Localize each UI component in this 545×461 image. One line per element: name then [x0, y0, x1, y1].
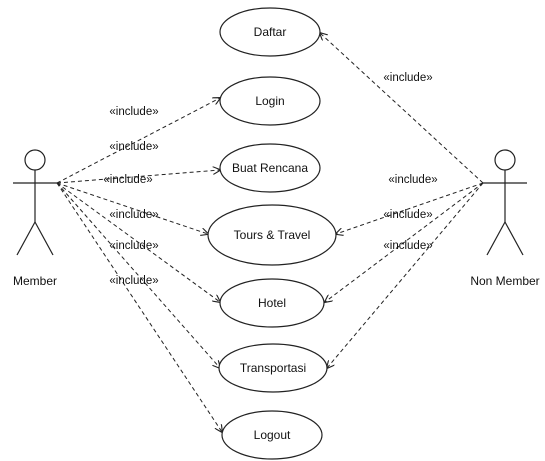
member-buat-rencana-relation [56, 170, 220, 184]
use-case-login: Login [219, 76, 321, 126]
use-case-login-label: Login [255, 94, 284, 108]
nonmember-tours-travel-relation [336, 182, 484, 234]
include-label-nonmember-daftar: «include» [383, 72, 432, 84]
nonmember-daftar-relation [320, 33, 484, 184]
use-case-tours-travel-label: Tours & Travel [234, 228, 311, 242]
member-tours-travel-relation [56, 182, 208, 234]
use-case-daftar-label: Daftar [254, 25, 287, 39]
nonmember-transportasi-relation [327, 182, 484, 368]
include-label-member-transportasi: «include» [109, 275, 158, 287]
use-case-hotel: Hotel [219, 278, 325, 328]
member-hotel-relation [56, 182, 220, 302]
member-transportasi-relation [56, 182, 220, 368]
include-label-member-login: «include» [109, 106, 158, 118]
use-case-buat-rencana: Buat Rencana [219, 143, 321, 193]
member-actor: Member [13, 149, 57, 288]
use-case-transportasi: Transportasi [218, 343, 328, 393]
use-case-logout: Logout [221, 410, 323, 460]
include-label-member-hotel: «include» [109, 240, 158, 252]
include-label-nonmember-hotel: «include» [383, 240, 432, 252]
non-member-actor-left-leg [486, 221, 506, 256]
member-login-relation [56, 98, 220, 184]
include-label-member-buat-rencana-2: «include» [103, 174, 152, 186]
member-actor-head [24, 149, 46, 171]
use-case-tours-travel: Tours & Travel [207, 204, 337, 266]
include-label-nonmember-tours-1: «include» [388, 174, 437, 186]
non-member-actor: Non Member [470, 149, 540, 288]
member-logout-relation [56, 182, 222, 432]
non-member-actor-label: Non Member [470, 274, 539, 288]
use-case-hotel-label: Hotel [258, 296, 286, 310]
member-actor-left-leg [16, 221, 36, 256]
member-actor-right-leg [34, 221, 54, 256]
member-actor-label: Member [13, 274, 57, 288]
use-case-buat-rencana-label: Buat Rencana [232, 161, 308, 175]
non-member-actor-right-leg [504, 221, 524, 256]
nonmember-hotel-relation [325, 182, 484, 302]
use-case-daftar: Daftar [219, 7, 321, 57]
include-label-member-tours-travel: «include» [109, 209, 158, 221]
non-member-actor-head [494, 149, 516, 171]
use-case-logout-label: Logout [254, 428, 291, 442]
use-case-transportasi-label: Transportasi [240, 361, 306, 375]
include-label-member-buat-rencana-1: «include» [109, 141, 158, 153]
include-label-nonmember-tours-2: «include» [383, 209, 432, 221]
